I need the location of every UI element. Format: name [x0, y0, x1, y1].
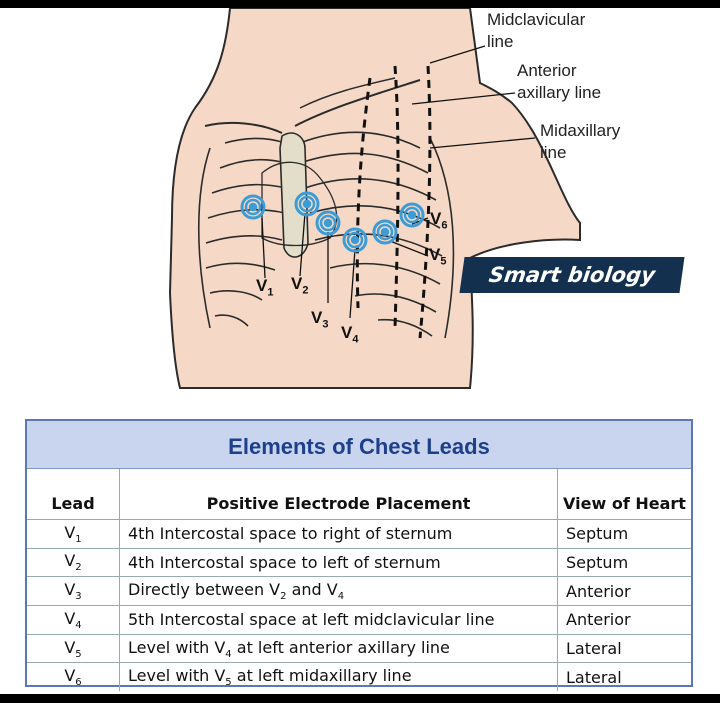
lead-cell: V3 — [27, 576, 120, 606]
midaxillary-label-line1: Midaxillary — [540, 121, 621, 140]
bottom-border — [0, 694, 720, 703]
lead-cell: V1 — [27, 519, 120, 549]
view-cell: Lateral — [557, 662, 691, 692]
chest-anatomy-drawing — [168, 7, 581, 389]
lead-label-v1: V1 — [256, 276, 274, 299]
electrode-v4 — [342, 227, 368, 253]
placement-cell: Level with V5 at left midaxillary line — [119, 662, 558, 692]
view-cell: Anterior — [557, 605, 691, 635]
lead-label-v4: V4 — [341, 323, 359, 346]
placement-cell: Level with V4 at left anterior axillary … — [119, 633, 558, 663]
lead-cell: V2 — [27, 547, 120, 577]
lead-cell: V5 — [27, 633, 120, 663]
electrode-group — [240, 191, 425, 253]
top-border — [0, 0, 720, 8]
lead-label-v3: V3 — [311, 308, 329, 331]
placement-cell: Directly between V2 and V4 — [119, 576, 558, 606]
lead-cell: V6 — [27, 662, 120, 692]
anterior-axillary-label: Anterior axillary line — [517, 60, 601, 104]
placement-cell: 5th Intercostal space at left midclavicu… — [119, 605, 558, 635]
midclavicular-label-line2: line — [487, 32, 514, 51]
brand-watermark: Smart biology — [459, 257, 685, 293]
placement-cell: 4th Intercostal space to right of sternu… — [119, 519, 558, 549]
header-view: View of Heart — [563, 494, 686, 513]
placement-cell: 4th Intercostal space to left of sternum — [119, 547, 558, 577]
electrode-v2 — [294, 191, 320, 217]
chest-leads-table: Elements of Chest Leads Lead Positive El… — [25, 419, 693, 692]
anterior-axillary-label-line2: axillary line — [517, 83, 602, 102]
leads-table: Lead Positive Electrode Placement View o… — [27, 469, 691, 692]
view-cell: Anterior — [557, 576, 691, 606]
view-cell: Septum — [557, 547, 691, 577]
view-cell: Septum — [557, 519, 691, 549]
midclavicular-label-line1: Midclavicular — [487, 10, 586, 29]
electrode-v1 — [240, 194, 266, 220]
lead-label-v2: V2 — [291, 274, 309, 297]
electrode-v3 — [315, 210, 341, 236]
header-placement: Positive Electrode Placement — [119, 469, 558, 520]
header-lead: Lead — [27, 469, 120, 520]
table-title: Elements of Chest Leads — [27, 421, 691, 469]
table-header-row: Lead Positive Electrode Placement View o… — [27, 469, 691, 520]
electrode-v6 — [399, 202, 425, 228]
midaxillary-label: Midaxillary line — [540, 120, 620, 164]
anterior-axillary-label-line1: Anterior — [517, 61, 577, 80]
chest-leads-illustration: Midclavicular line Anterior axillary lin… — [0, 7, 720, 398]
electrode-v5 — [372, 219, 398, 245]
lead-cell: V4 — [27, 605, 120, 635]
torso-skin — [168, 7, 581, 389]
midclavicular-label: Midclavicular line — [487, 9, 585, 53]
view-cell: Lateral — [557, 633, 691, 663]
lead-label-v6: V6 — [430, 209, 448, 232]
lead-label-v5: V5 — [429, 245, 447, 268]
midaxillary-label-line2: line — [540, 143, 567, 162]
